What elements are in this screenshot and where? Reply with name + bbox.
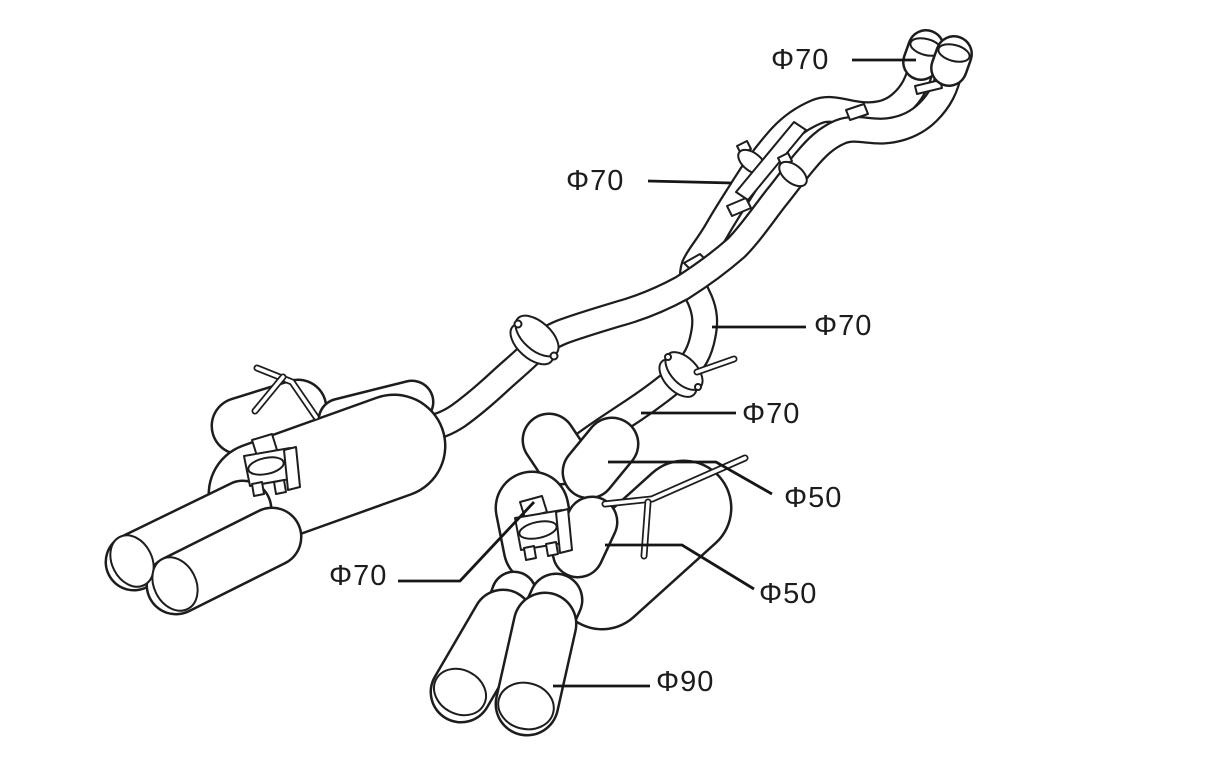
flange-joint-mid bbox=[509, 314, 560, 366]
diameter-label-muffler-inlet: Φ70 bbox=[742, 398, 801, 430]
left-tip-opening-1 bbox=[109, 534, 155, 588]
diameter-label-mid-pipe: Φ70 bbox=[814, 310, 873, 342]
diameter-label-resonator-upper: Φ50 bbox=[784, 482, 843, 514]
band-clamp-left bbox=[736, 140, 767, 176]
tie-band bbox=[914, 79, 943, 95]
diameter-label-valve-section: Φ70 bbox=[329, 560, 388, 592]
left-tip-opening-2 bbox=[151, 556, 199, 612]
leader-line-resonator-lower bbox=[605, 543, 755, 591]
diameter-label-tailpipe-tip: Φ90 bbox=[656, 666, 715, 698]
diameter-label-resonator-lower: Φ50 bbox=[759, 578, 818, 610]
joining-bracket-strip bbox=[735, 121, 807, 201]
leader-lines bbox=[398, 58, 916, 688]
center-tip-opening-2 bbox=[497, 681, 555, 731]
center-tip-opening-1 bbox=[433, 667, 487, 717]
leader-line-valve-section bbox=[398, 501, 536, 583]
center-muffler-assembly bbox=[426, 440, 749, 735]
left-muffler-assembly bbox=[102, 364, 412, 618]
pipe-tab-bracket bbox=[726, 197, 752, 217]
flange-joint-lower bbox=[658, 351, 738, 398]
inlet-flange-right bbox=[936, 41, 971, 68]
center-hanger-rod bbox=[601, 454, 749, 560]
diameter-label-front-pipe: Φ70 bbox=[566, 165, 625, 197]
leader-line-front-pipe bbox=[647, 179, 733, 185]
diameter-label-front-tip: Φ70 bbox=[771, 44, 830, 76]
leader-line-resonator-upper bbox=[608, 460, 773, 496]
band-clamp-right bbox=[777, 152, 808, 188]
hanger-tab bbox=[845, 103, 869, 121]
left-valve-actuator bbox=[243, 433, 301, 497]
left-hanger-rod bbox=[251, 364, 320, 421]
